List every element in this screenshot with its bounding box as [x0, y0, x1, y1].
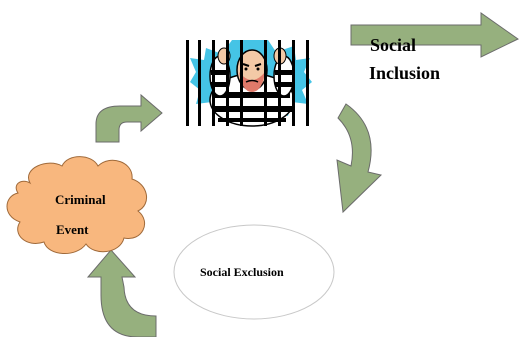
- social-exclusion-ellipse: [173, 224, 335, 320]
- social-inclusion-label-line2: Inclusion: [369, 63, 441, 83]
- social-inclusion-arrow: [350, 12, 519, 58]
- social-inclusion-label-line1: Social: [370, 35, 417, 55]
- criminal-event-label-line1: Criminal: [55, 192, 106, 207]
- curved-arrow-from-prison: [336, 103, 383, 214]
- criminal-event-label-line2: Event: [56, 222, 89, 237]
- social-exclusion-label: Social Exclusion: [200, 265, 284, 279]
- curved-arrow-to-prison: [95, 93, 163, 143]
- prisoner-behind-bars-icon: [186, 40, 312, 127]
- curved-arrow-to-criminal-event: [86, 249, 157, 337]
- criminal-event-cloud: [6, 156, 147, 254]
